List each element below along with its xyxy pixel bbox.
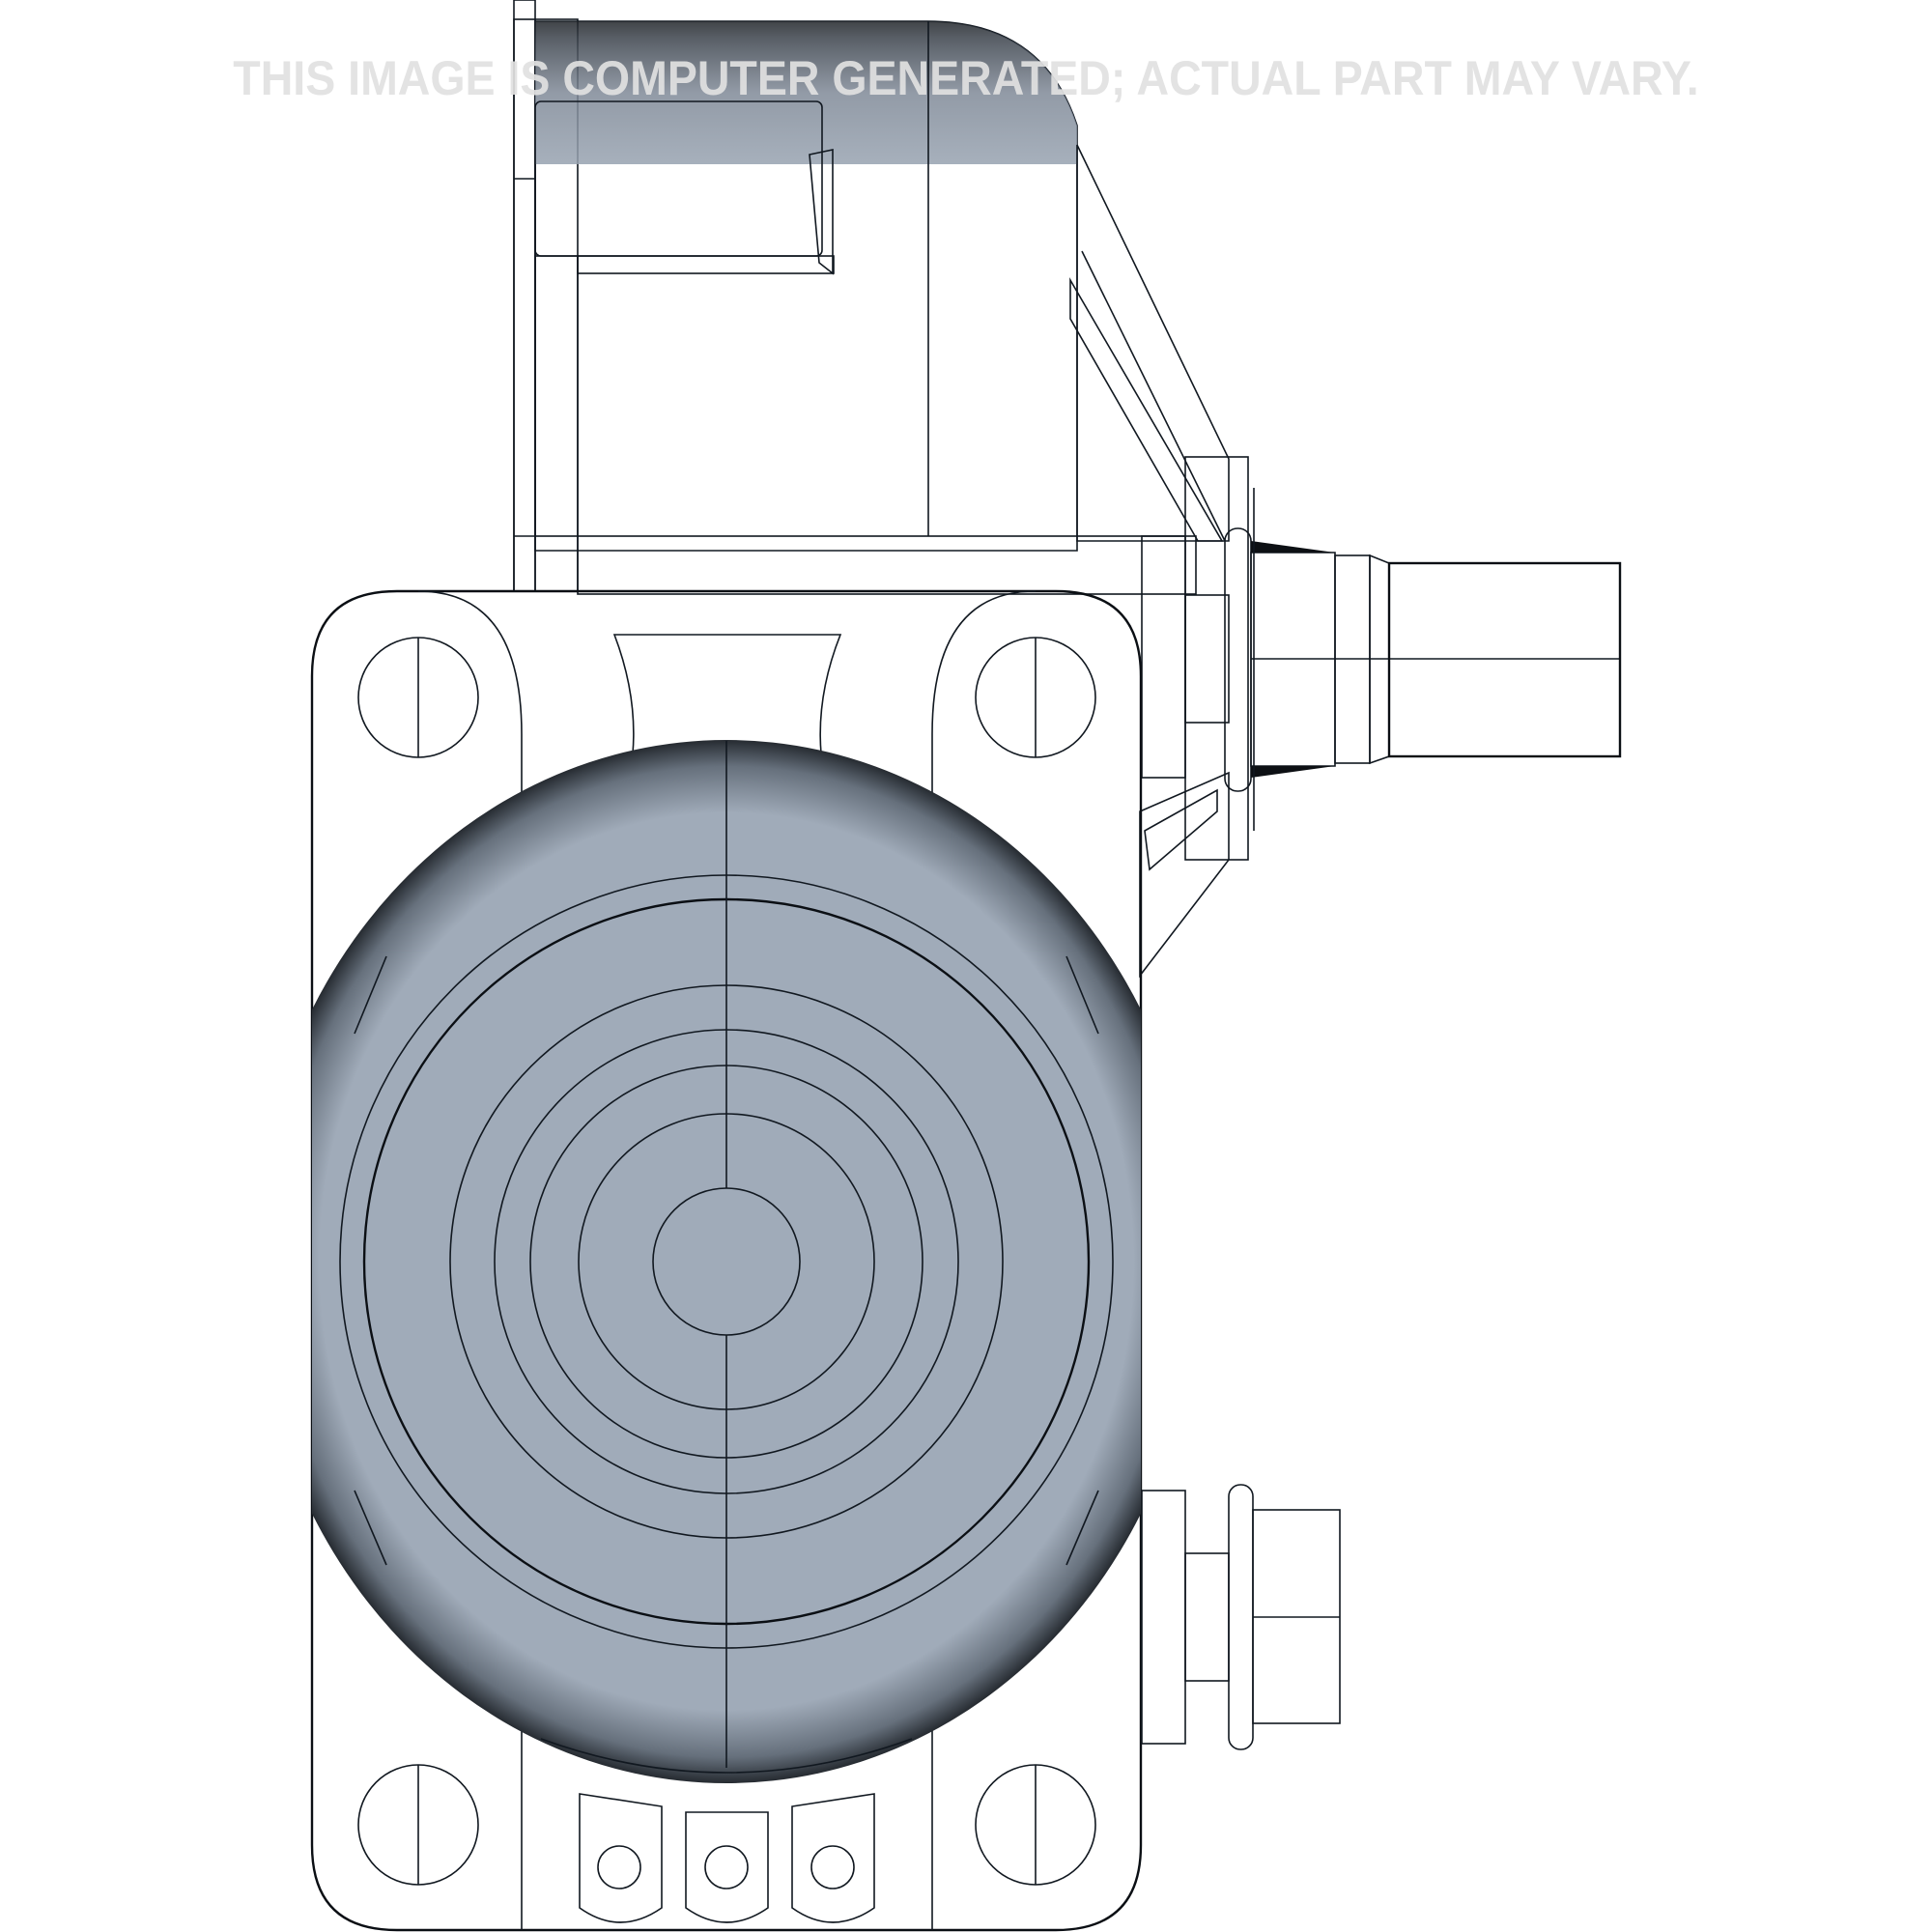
outlet-fitting <box>1141 456 1622 861</box>
mounting-hole-bottom-right <box>975 1764 1096 1886</box>
mounting-hole-top-left <box>357 637 479 758</box>
bottom-pockets <box>579 1793 875 1923</box>
central-dome <box>312 740 1141 1783</box>
upper-housing <box>513 0 1078 592</box>
mounting-hole-bottom-left <box>357 1764 479 1886</box>
side-gusset <box>1069 144 1230 979</box>
bleed-bolt <box>1141 1484 1341 1750</box>
mounting-hole-top-right <box>975 637 1096 758</box>
outlet-pipe-body <box>577 535 1197 595</box>
mounting-holes <box>357 637 1096 1886</box>
